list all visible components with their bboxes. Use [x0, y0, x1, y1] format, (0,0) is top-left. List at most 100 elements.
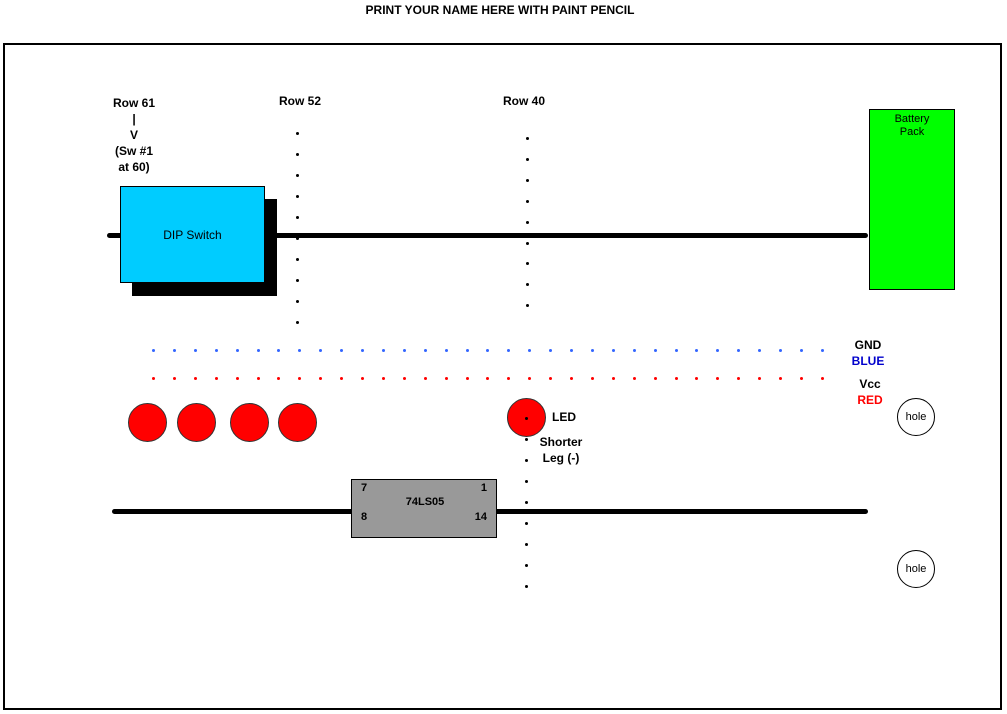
vcc-rail-dot [152, 377, 155, 380]
row40-dot [526, 179, 529, 182]
led-label: LED [552, 410, 576, 424]
row52-dot [296, 216, 299, 219]
leg-text: Leg (-) [542, 451, 580, 465]
row40-dot [526, 242, 529, 245]
vcc-rail-dot [215, 377, 218, 380]
row40-dot [525, 417, 528, 420]
gnd-rail-dot [612, 349, 615, 352]
row40-dot [526, 304, 529, 307]
gnd-rail-dot [236, 349, 239, 352]
row52-dot [296, 237, 299, 240]
vcc-rail-dot [340, 377, 343, 380]
row61-sw: (Sw #1 [114, 144, 153, 158]
row52-label: Row 52 [278, 94, 321, 108]
row40-dot [525, 522, 528, 525]
gnd-rail-dot [445, 349, 448, 352]
gnd-rail-dot [716, 349, 719, 352]
vcc-rail-dot [821, 377, 824, 380]
vcc-rail-dot [675, 377, 678, 380]
vcc-rail-dot [716, 377, 719, 380]
mounting-hole: hole [897, 398, 935, 436]
led-circle [278, 403, 317, 442]
chip-74ls05: 7 1 74LS05 8 14 [351, 479, 497, 538]
gnd-rail-dot [361, 349, 364, 352]
gnd-rail-dot [486, 349, 489, 352]
row52-dot [296, 174, 299, 177]
gnd-rail-dot [633, 349, 636, 352]
row61-text: Row 61 [112, 96, 155, 110]
gnd-rail-dot [528, 349, 531, 352]
chip-pin-7: 7 [361, 482, 368, 494]
gnd-rail-dot [758, 349, 761, 352]
gnd-rail-dot [298, 349, 301, 352]
led-circle [230, 403, 269, 442]
row61-at: at 60) [118, 160, 150, 174]
row40-dot [525, 564, 528, 567]
gnd-rail-dot [319, 349, 322, 352]
row52-dot [296, 153, 299, 156]
gnd-rail-dot [800, 349, 803, 352]
vcc-rail-dot [800, 377, 803, 380]
row40-dot [526, 283, 529, 286]
vcc-rail-dot [173, 377, 176, 380]
row40-dot [526, 262, 529, 265]
vcc-rail-dot [382, 377, 385, 380]
gnd-rail-dot [591, 349, 594, 352]
vcc-rail-dot [403, 377, 406, 380]
gnd-rail-dot [277, 349, 280, 352]
row61-v: V [129, 128, 138, 142]
row40-dot [525, 459, 528, 462]
page-header: PRINT YOUR NAME HERE WITH PAINT PENCIL [365, 3, 635, 17]
gnd-label: GND [854, 338, 882, 352]
vcc-rail-dot [236, 377, 239, 380]
row40-dot [525, 543, 528, 546]
vcc-label: Vcc [859, 377, 881, 391]
gnd-rail-dot [215, 349, 218, 352]
row40-dot [526, 158, 529, 161]
vcc-rail-dot [758, 377, 761, 380]
mounting-hole: hole [897, 550, 935, 588]
row61-pipe: | [132, 112, 136, 126]
blue-label: BLUE [851, 354, 885, 368]
gnd-rail-dot [675, 349, 678, 352]
row52-dot [296, 300, 299, 303]
vcc-rail-dot [591, 377, 594, 380]
vcc-rail-dot [570, 377, 573, 380]
gnd-rail-dot [654, 349, 657, 352]
vcc-rail-dot [612, 377, 615, 380]
vcc-rail-dot [654, 377, 657, 380]
row61-label: Row 61 | V (Sw #1 at 60) [104, 95, 164, 175]
battery-label-2: Pack [899, 126, 925, 138]
gnd-rail-dot [340, 349, 343, 352]
gnd-rail-dot [194, 349, 197, 352]
vcc-rail-dot [779, 377, 782, 380]
vcc-rail-dot [633, 377, 636, 380]
gnd-rail-dot [403, 349, 406, 352]
board-frame [3, 43, 1002, 710]
shorter-text: Shorter [539, 435, 583, 449]
vcc-rail-dot [194, 377, 197, 380]
dip-switch: DIP Switch [120, 186, 265, 283]
gnd-rail-dot [466, 349, 469, 352]
chip-pin-1: 1 [480, 482, 487, 494]
row40-dot [525, 480, 528, 483]
gnd-rail-dot [737, 349, 740, 352]
row52-dot [296, 279, 299, 282]
gnd-rail-dot [570, 349, 573, 352]
vcc-rail-dot [466, 377, 469, 380]
vcc-rail-dot [277, 377, 280, 380]
gnd-rail-dot [779, 349, 782, 352]
vcc-rail-dot [695, 377, 698, 380]
row40-label: Row 40 [502, 94, 545, 108]
battery-label-1: Battery [894, 113, 930, 125]
gnd-rail-dot [549, 349, 552, 352]
vcc-rail-dot [486, 377, 489, 380]
chip-pin-14: 14 [474, 511, 487, 523]
chip-name: 74LS05 [405, 496, 445, 508]
gnd-rail-dot [695, 349, 698, 352]
battery-pack: Battery Pack [869, 109, 955, 290]
led-circle [177, 403, 216, 442]
gnd-rail-dot [257, 349, 260, 352]
vcc-rail-dot [319, 377, 322, 380]
row40-dot [525, 501, 528, 504]
